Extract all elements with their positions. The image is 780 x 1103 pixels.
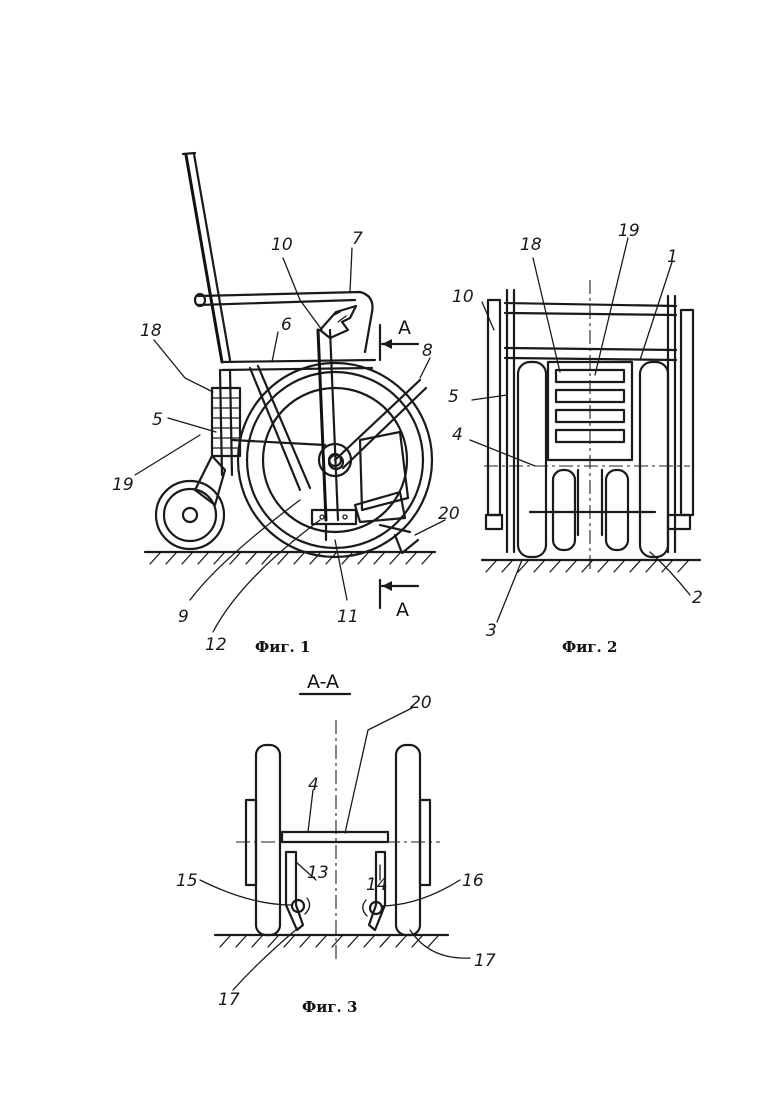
fig1-section-mark-top: A [398, 317, 411, 339]
fig3-section-title: A-A [307, 671, 339, 693]
fig3-label-14: 14 [366, 875, 388, 895]
fig1-label-5: 5 [152, 410, 163, 430]
fig2-label-4: 4 [452, 425, 463, 445]
fig3-caption: Фиг. 3 [302, 998, 357, 1016]
fig2-label-1: 1 [667, 247, 678, 267]
fig3-label-16: 16 [462, 871, 484, 891]
figure-2-rear-view: 18 19 1 10 5 4 3 2 Фиг. 2 [448, 221, 703, 656]
fig1-caption: Фиг. 1 [255, 638, 310, 656]
fig1-label-8: 8 [422, 341, 433, 361]
fig3-label-20: 20 [410, 693, 432, 713]
fig1-label-19: 19 [112, 475, 134, 495]
fig3-label-4: 4 [308, 775, 319, 795]
fig1-label-18: 18 [140, 321, 162, 341]
fig2-caption: Фиг. 2 [562, 638, 617, 656]
fig2-label-2: 2 [692, 588, 703, 608]
fig1-label-11: 11 [337, 607, 359, 627]
fig3-label-17-left: 17 [218, 990, 240, 1010]
fig2-label-19: 19 [618, 221, 640, 241]
fig2-label-18: 18 [520, 235, 542, 255]
fig1-label-9: 9 [178, 607, 189, 627]
fig1-label-20: 20 [438, 504, 460, 524]
figure-1-side-view: 10 7 6 18 5 19 8 20 9 12 11 A A Фиг. 1 [112, 153, 460, 656]
fig2-label-5: 5 [448, 387, 459, 407]
fig2-label-10: 10 [452, 287, 474, 307]
fig1-label-7: 7 [352, 229, 363, 249]
fig1-label-10: 10 [271, 235, 293, 255]
fig3-label-13: 13 [307, 863, 329, 883]
fig2-label-3: 3 [486, 621, 497, 641]
fig3-label-17-right: 17 [474, 951, 496, 971]
fig3-label-15: 15 [176, 871, 198, 891]
fig1-label-12: 12 [205, 635, 227, 655]
fig1-label-6: 6 [281, 315, 292, 335]
figure-3-section-a-a: A-A [176, 671, 496, 1016]
fig1-section-mark-bottom: A [396, 599, 409, 621]
